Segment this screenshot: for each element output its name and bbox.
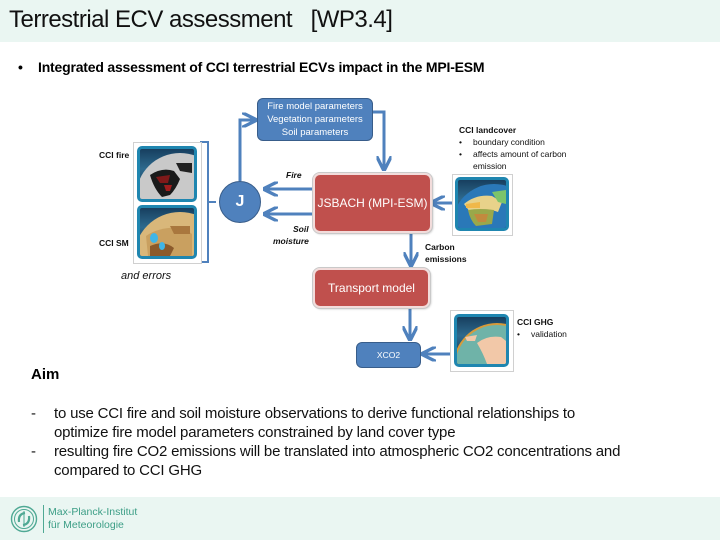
- jsbach-box: JSBACH (MPI-ESM): [312, 172, 433, 234]
- aim-item: - to use CCI fire and soil moisture obse…: [31, 404, 711, 442]
- landcover-notes: CCI landcover boundary condition affects…: [459, 124, 566, 172]
- fire-arrow-label: Fire: [286, 170, 302, 180]
- aim-item-line: resulting fire CO2 emissions will be tra…: [54, 443, 621, 460]
- landcover-bullet-continuation: emission: [473, 161, 507, 171]
- and-errors-label: and errors: [121, 270, 172, 282]
- aim-item-line: compared to CCI GHG: [54, 462, 202, 479]
- param-vegetation: Vegetation parameters: [267, 114, 363, 125]
- aim-item: - resulting fire CO2 emissions will be t…: [31, 442, 711, 480]
- param-soil: Soil parameters: [281, 127, 349, 138]
- mpi-logo-icon: [10, 505, 38, 533]
- transport-model-label: Transport model: [328, 281, 415, 295]
- aim-list: - to use CCI fire and soil moisture obse…: [31, 404, 711, 480]
- landcover-heading: CCI landcover: [459, 125, 517, 135]
- arrow-j-to-params: [238, 120, 254, 181]
- cci-fire-globe-icon: [137, 146, 197, 202]
- intro-bullet-text: Integrated assessment of CCI terrestrial…: [38, 59, 485, 75]
- institute-line-1: Max-Planck-Institut: [48, 506, 138, 518]
- slide-title: Terrestrial ECV assessment [WP3.4]: [9, 6, 393, 33]
- ghg-heading: CCI GHG: [517, 317, 554, 327]
- transport-model-box: Transport model: [312, 267, 431, 309]
- aim-dash: -: [31, 405, 36, 422]
- title-bar: Terrestrial ECV assessment [WP3.4]: [0, 0, 720, 42]
- cci-ghg-globe-icon: [454, 314, 509, 367]
- cci-landcover-globe-icon: [455, 177, 509, 231]
- param-fire-model: Fire model parameters: [267, 101, 363, 112]
- aim-item-line: optimize fire model parameters constrain…: [54, 424, 456, 441]
- aim-item-line: to use CCI fire and soil moisture observ…: [54, 405, 575, 422]
- workflow-diagram: [200, 110, 452, 380]
- soil-arrow-label-1: Soil: [293, 224, 309, 234]
- cci-fire-label: CCI fire: [99, 150, 130, 160]
- xco2-box: XCO2: [356, 342, 421, 368]
- bullet-marker: •: [18, 59, 23, 75]
- intro-bullet: • Integrated assessment of CCI terrestria…: [18, 59, 485, 75]
- carbon-arrow-label-2: emissions: [425, 254, 467, 264]
- landcover-bullet: affects amount of carbon: [459, 148, 566, 160]
- cci-soil-moisture-globe-icon: [137, 205, 197, 259]
- cci-sm-label: CCI SM: [99, 238, 129, 248]
- aim-dash: -: [31, 443, 36, 460]
- jsbach-label: JSBACH (MPI-ESM): [317, 196, 428, 210]
- footer-band: [0, 497, 720, 540]
- ghg-notes: CCI GHG validation: [517, 316, 567, 340]
- arrow-params-to-jsbach: [373, 110, 384, 168]
- aim-heading: Aim: [31, 366, 60, 383]
- parameters-box: Fire model parameters Vegetation paramet…: [257, 98, 373, 141]
- logo-separator: [43, 505, 44, 533]
- institute-line-2: für Meteorologie: [48, 519, 124, 531]
- ghg-bullet: validation: [517, 328, 567, 340]
- soil-arrow-label-2: moisture: [273, 236, 309, 246]
- carbon-arrow-label-1: Carbon: [425, 242, 455, 252]
- j-cost-function-node: J: [219, 181, 261, 223]
- input-bracket: [200, 141, 216, 263]
- institute-name: Max-Planck-Institut für Meteorologie: [48, 506, 137, 532]
- landcover-bullet: boundary condition: [459, 136, 566, 148]
